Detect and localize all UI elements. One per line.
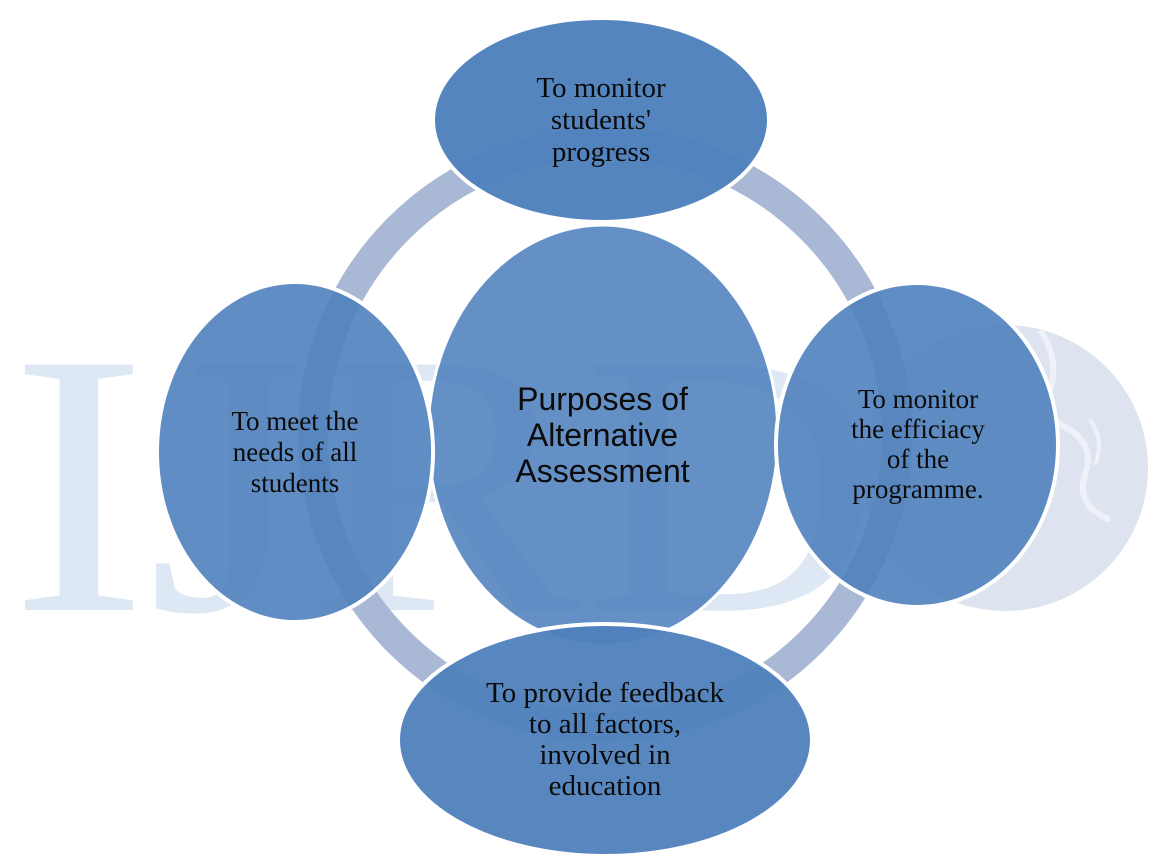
center-node-shape — [426, 223, 780, 647]
top-node-shape — [431, 16, 771, 224]
right-node-shape — [774, 281, 1060, 609]
bottom-node-shape — [396, 622, 814, 858]
left-node-shape — [155, 280, 435, 624]
